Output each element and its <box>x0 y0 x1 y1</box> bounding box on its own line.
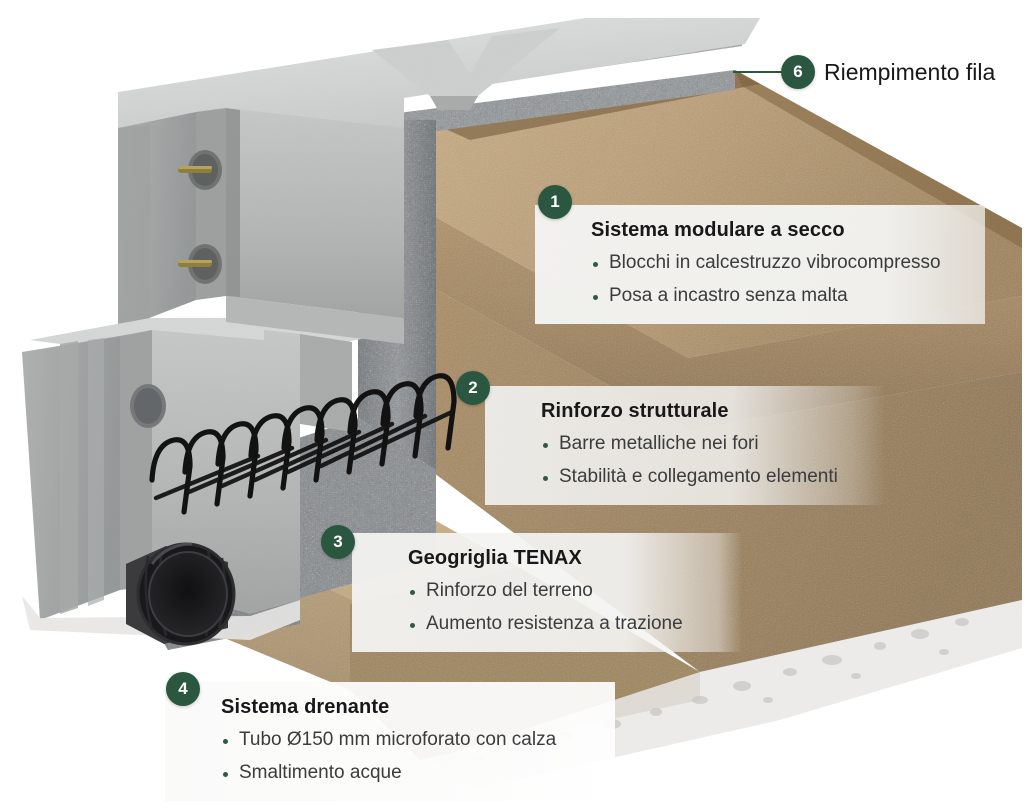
callout-3-panel: Geogriglia TENAX Rinforzo del terreno Au… <box>352 533 742 652</box>
callout-4-title: Sistema drenante <box>221 696 390 718</box>
callout-1-bullet-2: Posa a incastro senza malta <box>591 283 959 310</box>
callout-4-bullet-2: Smaltimento acque <box>221 760 589 787</box>
callout-6-leader-line <box>733 71 783 73</box>
callout-4-badge[interactable]: 4 <box>166 672 200 706</box>
callout-2-badge[interactable]: 2 <box>456 371 490 405</box>
callout-2-panel: Rinforzo strutturale Barre metalliche ne… <box>485 386 885 505</box>
callout-1-panel: Sistema modulare a secco Blocchi in calc… <box>535 205 985 324</box>
callout-1-badge[interactable]: 1 <box>538 185 572 219</box>
callout-1-bullets: Blocchi in calcestruzzo vibrocompresso P… <box>591 250 959 310</box>
drainage-pipe <box>126 542 236 646</box>
callout-3-badge[interactable]: 3 <box>321 525 355 559</box>
geogrid-tenax <box>149 373 457 515</box>
callout-2-bullets: Barre metalliche nei fori Stabilità e co… <box>541 431 859 491</box>
callout-2-bullet-1: Barre metalliche nei fori <box>541 431 859 458</box>
callout-2-title: Rinforzo strutturale <box>541 400 729 422</box>
callout-6-badge[interactable]: 6 <box>781 55 815 89</box>
callout-3-bullet-1: Rinforzo del terreno <box>408 578 716 605</box>
callout-1-bullet-1: Blocchi in calcestruzzo vibrocompresso <box>591 250 959 277</box>
callout-4-bullets: Tubo Ø150 mm microforato con calza Smalt… <box>221 727 589 787</box>
callout-4-bullet-1: Tubo Ø150 mm microforato con calza <box>221 727 589 754</box>
callout-1-title: Sistema modulare a secco <box>591 219 845 241</box>
callout-3-title: Geogriglia TENAX <box>408 547 582 569</box>
callout-3-bullets: Rinforzo del terreno Aumento resistenza … <box>408 578 716 638</box>
callout-3-bullet-2: Aumento resistenza a trazione <box>408 611 716 638</box>
callout-6-label: Riempimento fila <box>824 59 996 85</box>
callout-4-panel: Sistema drenante Tubo Ø150 mm microforat… <box>165 682 615 801</box>
rebar-holes-upper <box>178 150 222 284</box>
callout-2-bullet-2: Stabilità e collegamento elementi <box>541 464 859 491</box>
